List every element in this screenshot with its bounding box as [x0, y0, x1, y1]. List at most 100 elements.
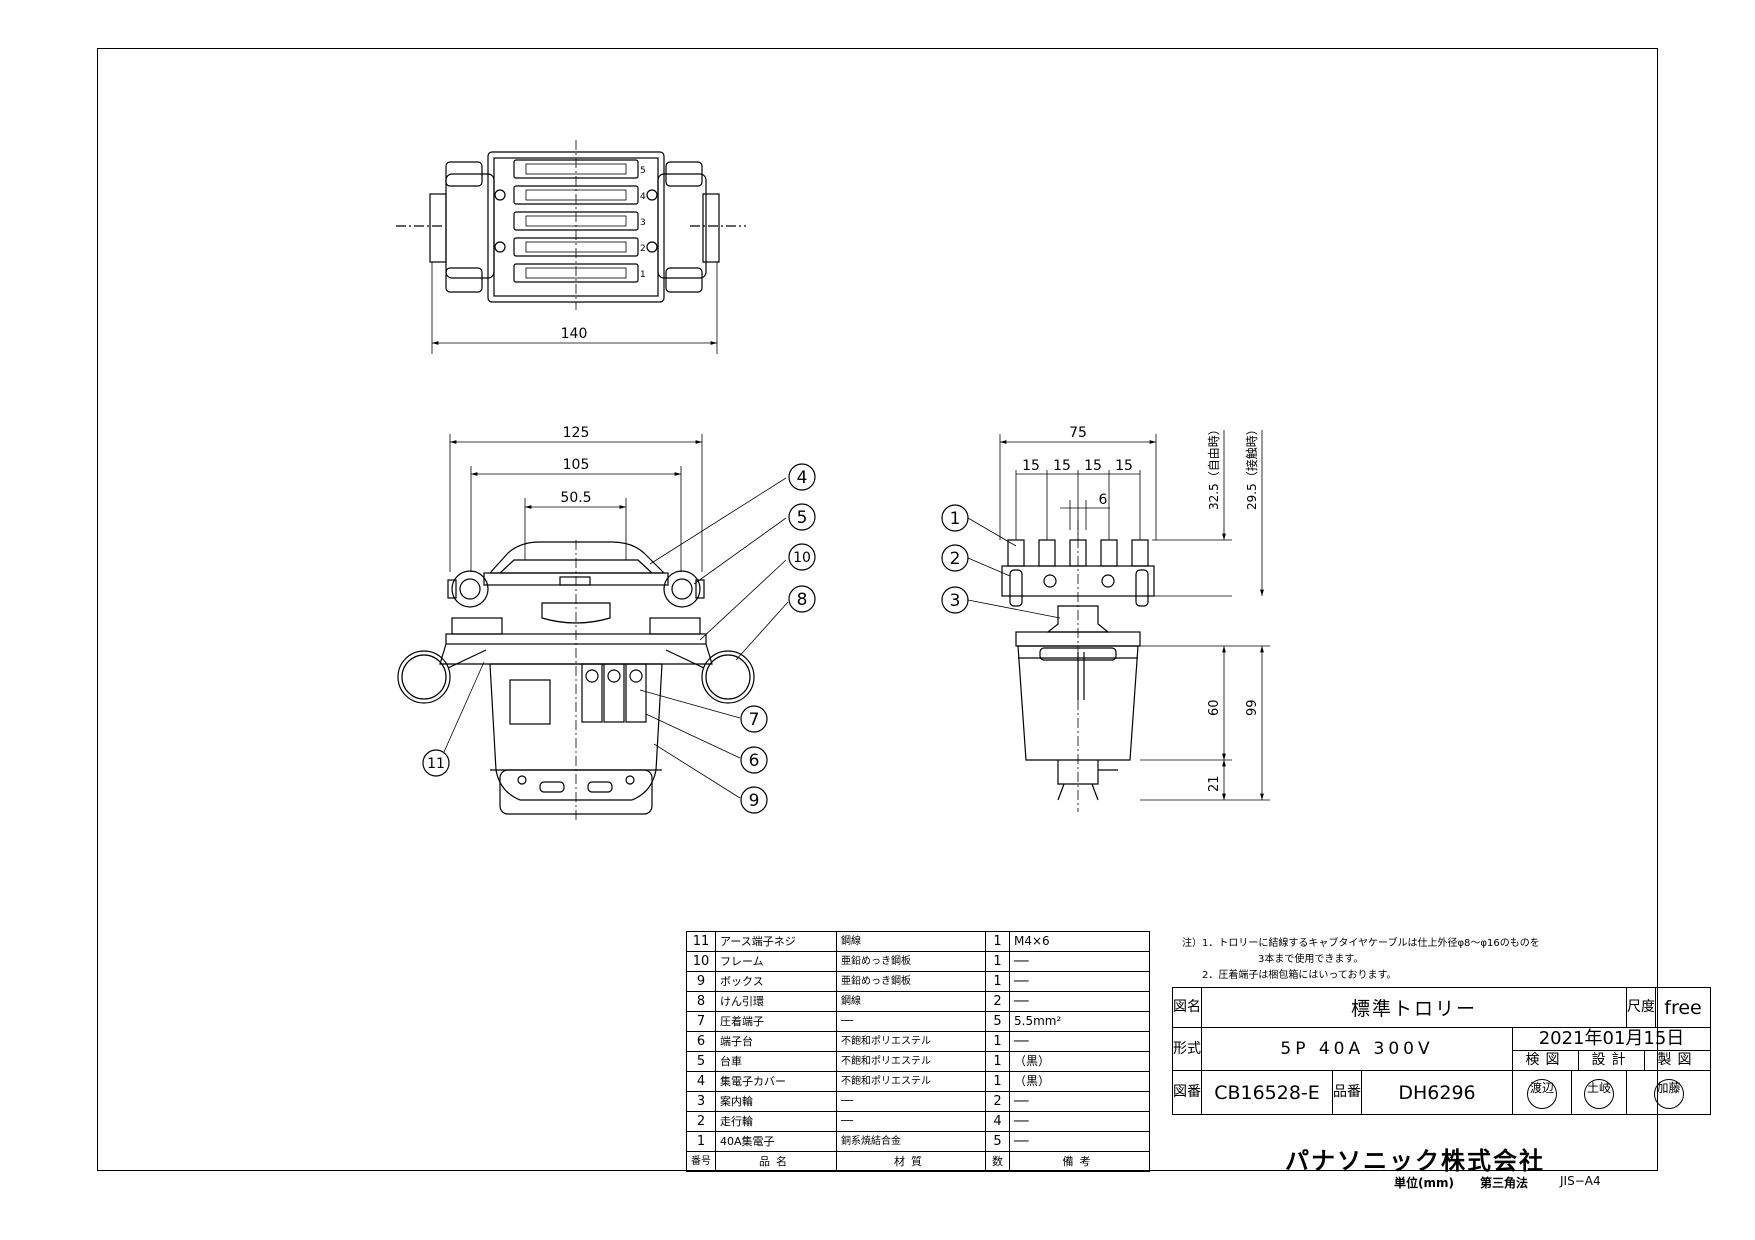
scale-value: free — [1655, 987, 1711, 1028]
parts-cell-name: 端子台 — [715, 1031, 837, 1052]
parts-cell-name: ボックス — [715, 971, 837, 992]
parts-cell-no: 3 — [686, 1091, 716, 1112]
dim-125: 125 — [563, 425, 590, 441]
parts-cell-qty: 5 — [985, 1131, 1010, 1152]
footer-projection: 第三角法 — [1480, 1176, 1529, 1190]
parts-cell-material: 鋼線 — [836, 931, 986, 952]
balloons: 4 5 10 8 7 6 9 11 1 2 3 — [422, 463, 969, 814]
parts-cell-remark: ── — [1009, 951, 1150, 972]
drawing-no: CB16528-E — [1201, 1070, 1333, 1115]
parts-cell-material: 不飽和ポリエステル — [836, 1071, 986, 1092]
dim-99: 99 — [1245, 699, 1260, 716]
dim-32-5: 32.5（自由時） — [1207, 423, 1221, 510]
date-value: 2021年01月15日 — [1513, 1028, 1710, 1051]
parts-cell-name: 台車 — [715, 1051, 837, 1072]
balloon-3: 3 — [950, 591, 961, 611]
parts-cell-material: 不飽和ポリエステル — [836, 1051, 986, 1072]
parts-cell-name: けん引環 — [715, 991, 837, 1012]
parts-cell-material: 亜鉛めっき鋼板 — [836, 971, 986, 992]
front-view: 125 105 50.5 — [397, 425, 789, 820]
parts-cell-material: ── — [836, 1091, 986, 1112]
dim-15-b: 15 — [1053, 458, 1071, 474]
parts-cell-no: 2 — [686, 1111, 716, 1132]
parts-cell-name: アース端子ネジ — [715, 931, 837, 952]
footer-paper: JIS−A4 — [1560, 1174, 1601, 1188]
header-material: 材質 — [836, 1151, 986, 1172]
parts-cell-remark: ── — [1009, 1091, 1150, 1112]
dim-6: 6 — [1099, 492, 1108, 508]
parts-cell-name: 走行輪 — [715, 1111, 837, 1132]
parts-cell-remark: 5.5mm² — [1009, 1011, 1150, 1032]
parts-cell-qty: 1 — [985, 1031, 1010, 1052]
header-remark: 備考 — [1009, 1151, 1150, 1172]
label-draw: 製図 — [1657, 1052, 1698, 1068]
parts-cell-qty: 1 — [985, 951, 1010, 972]
label-name: 図名 — [1172, 987, 1202, 1028]
label-drawing-no: 図番 — [1172, 1070, 1202, 1115]
dim-60: 60 — [1207, 699, 1222, 716]
parts-cell-qty: 2 — [985, 1091, 1010, 1112]
parts-cell-remark: ── — [1009, 971, 1150, 992]
parts-cell-name: 圧着端子 — [715, 1011, 837, 1032]
top-view-label-3: 3 — [640, 218, 646, 228]
balloon-9: 9 — [749, 791, 760, 811]
side-view: 75 15 15 15 15 6 — [967, 423, 1270, 812]
dim-15-c: 15 — [1084, 458, 1102, 474]
header-name: 品名 — [715, 1151, 837, 1172]
parts-cell-remark: ── — [1009, 1131, 1150, 1152]
note-line-2: 3本まで使用できます。 — [1258, 954, 1364, 965]
top-view-label-2: 2 — [640, 244, 646, 254]
parts-cell-name: 案内輪 — [715, 1091, 837, 1112]
parts-cell-remark: ── — [1009, 1031, 1150, 1052]
dim-15-d: 15 — [1115, 458, 1133, 474]
top-view-label-1: 1 — [640, 270, 646, 280]
balloon-1: 1 — [950, 509, 961, 529]
top-view-label-5: 5 — [640, 166, 646, 176]
balloon-4: 4 — [797, 468, 808, 488]
notes: 注）1．トロリーに結線するキャブタイヤケーブルは仕上外径φ8～φ16のものを 3… — [1182, 936, 1540, 984]
parts-cell-remark: M4×6 — [1009, 931, 1150, 952]
parts-cell-no: 4 — [686, 1071, 716, 1092]
parts-cell-name: 集電子カバー — [715, 1071, 837, 1092]
company-name: パナソニック株式会社 — [1285, 1147, 1545, 1175]
stamp-design: 土岐 — [1584, 1078, 1614, 1109]
dim-21: 21 — [1207, 775, 1222, 792]
top-view-label-4: 4 — [640, 192, 646, 202]
balloon-7: 7 — [749, 710, 760, 730]
header-qty: 数 — [985, 1151, 1010, 1172]
parts-cell-no: 8 — [686, 991, 716, 1012]
parts-cell-name: フレーム — [715, 951, 837, 972]
title-block: 図名 標準トロリー 尺度 free 形式 5P 40A 300V 2021年01… — [1172, 987, 1711, 1115]
top-view: 5 4 3 2 1 140 — [396, 140, 746, 354]
balloon-5: 5 — [797, 508, 808, 528]
drawing-name: 標準トロリー — [1201, 987, 1627, 1028]
label-type: 形式 — [1172, 1027, 1202, 1071]
parts-cell-no: 10 — [686, 951, 716, 972]
note-line-3: 2．圧着端子は梱包箱にはいっております。 — [1202, 970, 1397, 981]
dim-75: 75 — [1069, 425, 1087, 441]
balloon-6: 6 — [749, 751, 760, 771]
parts-cell-no: 5 — [686, 1051, 716, 1072]
parts-cell-remark: ── — [1009, 991, 1150, 1012]
parts-cell-qty: 2 — [985, 991, 1010, 1012]
parts-cell-remark: ── — [1009, 1111, 1150, 1132]
parts-cell-qty: 4 — [985, 1111, 1010, 1132]
dim-50-5: 50.5 — [560, 490, 591, 506]
parts-cell-name: 40A集電子 — [715, 1131, 837, 1152]
footer-unit: 単位(mm) — [1394, 1176, 1454, 1190]
dim-105: 105 — [563, 457, 590, 473]
balloon-10: 10 — [793, 550, 811, 566]
balloon-11: 11 — [427, 756, 445, 772]
